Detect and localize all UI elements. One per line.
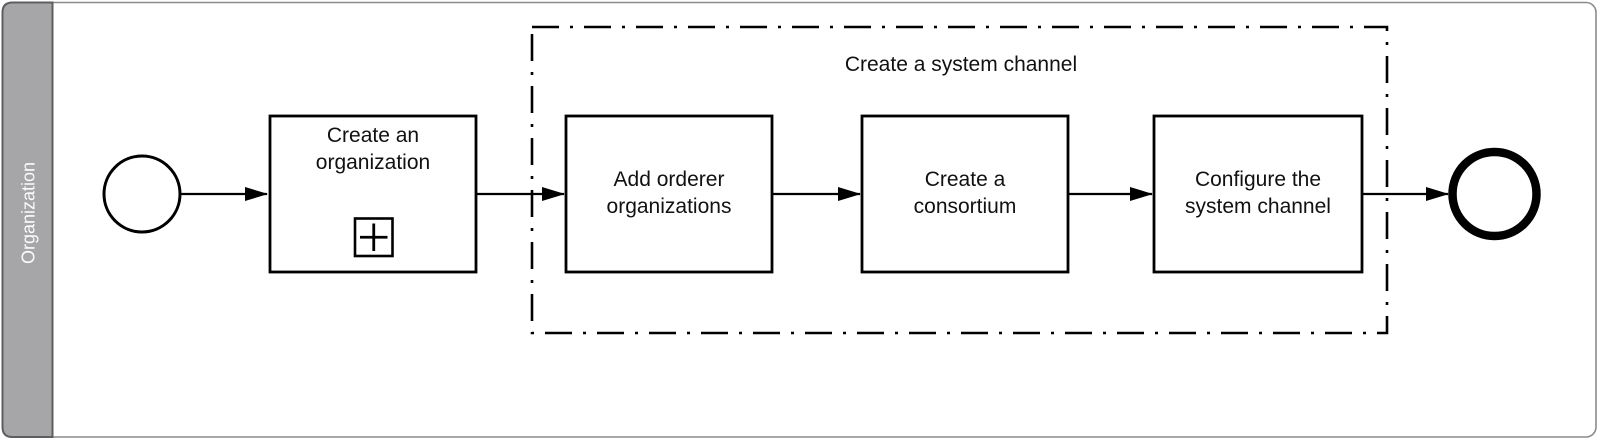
group-border — [530, 25, 1389, 335]
organization-lane-band[interactable] — [1, 1, 54, 438]
end-event[interactable] — [1448, 147, 1541, 241]
task-label-line: organization — [316, 151, 430, 174]
group-create-system-channel[interactable]: Create a system channel — [530, 25, 1389, 335]
task-create-organization[interactable]: Create an organization — [268, 114, 478, 274]
task-add-orderer-organizations[interactable]: Add orderer organizations — [564, 114, 774, 274]
task-label-line: Configure the — [1195, 168, 1321, 191]
plus-icon — [360, 223, 388, 251]
task-label-line: Create an — [327, 124, 419, 147]
task-label-line: Create a — [925, 168, 1006, 191]
task-configure-system-channel[interactable]: Configure the system channel — [1152, 114, 1364, 274]
lane-label: Organization — [19, 162, 39, 264]
task-shape — [1152, 114, 1364, 274]
task-create-consortium[interactable]: Create a consortium — [860, 114, 1070, 274]
task-shape — [860, 114, 1070, 274]
task-label-line: consortium — [914, 195, 1017, 218]
task-shape — [564, 114, 774, 274]
task-label-line: organizations — [607, 195, 732, 218]
group-label: Create a system channel — [845, 53, 1077, 76]
task-label-line: system channel — [1185, 195, 1331, 218]
start-event[interactable] — [102, 154, 182, 234]
subprocess-plus-icon[interactable] — [353, 217, 394, 258]
task-label-line: Add orderer — [614, 168, 725, 191]
